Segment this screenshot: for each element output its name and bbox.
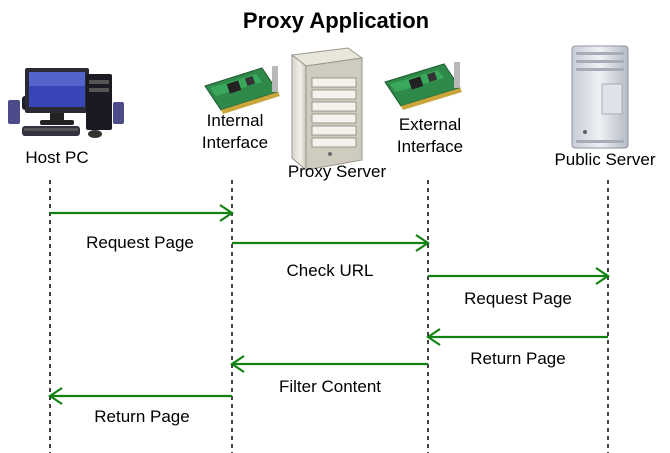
- arrowhead-filter-content: [230, 355, 245, 373]
- server-icon: [571, 45, 629, 149]
- internal-interface-label-line1: Internal: [207, 111, 264, 130]
- message-label-return-page-1: Return Page: [470, 349, 565, 368]
- message-filter-content: Filter Content: [230, 355, 428, 396]
- host-pc-label: Host PC: [25, 148, 88, 167]
- message-request-page-2: Request Page: [428, 267, 610, 308]
- desktop-computer-icon: [8, 68, 124, 138]
- message-label-filter-content: Filter Content: [279, 377, 381, 396]
- external-interface-label-line2: Interface: [397, 137, 463, 156]
- message-label-return-page-2: Return Page: [94, 407, 189, 426]
- proxy-server-label: Proxy Server: [288, 162, 387, 181]
- message-return-page-2: Return Page: [48, 387, 232, 426]
- tower-server-icon: [290, 47, 364, 172]
- message-return-page-1: Return Page: [426, 328, 608, 368]
- arrowhead-request-page-2: [595, 267, 610, 285]
- diagram-title: Proxy Application: [243, 8, 429, 33]
- arrowhead-request-page-1: [219, 204, 234, 222]
- arrowhead-check-url: [415, 234, 430, 252]
- public-server-label: Public Server: [554, 150, 655, 169]
- external-interface-label-line1: External: [399, 115, 461, 134]
- internal-interface-label-line2: Interface: [202, 133, 268, 152]
- internal-interface-network-card-icon: [204, 66, 280, 114]
- external-interface-network-card-icon: [384, 62, 462, 110]
- arrowhead-return-page-1: [426, 328, 441, 346]
- message-label-request-page-1: Request Page: [86, 233, 194, 252]
- message-request-page-1: Request Page: [50, 204, 234, 252]
- message-label-request-page-2: Request Page: [464, 289, 572, 308]
- message-check-url: Check URL: [232, 234, 430, 280]
- message-label-check-url: Check URL: [287, 261, 374, 280]
- arrowhead-return-page-2: [48, 387, 63, 405]
